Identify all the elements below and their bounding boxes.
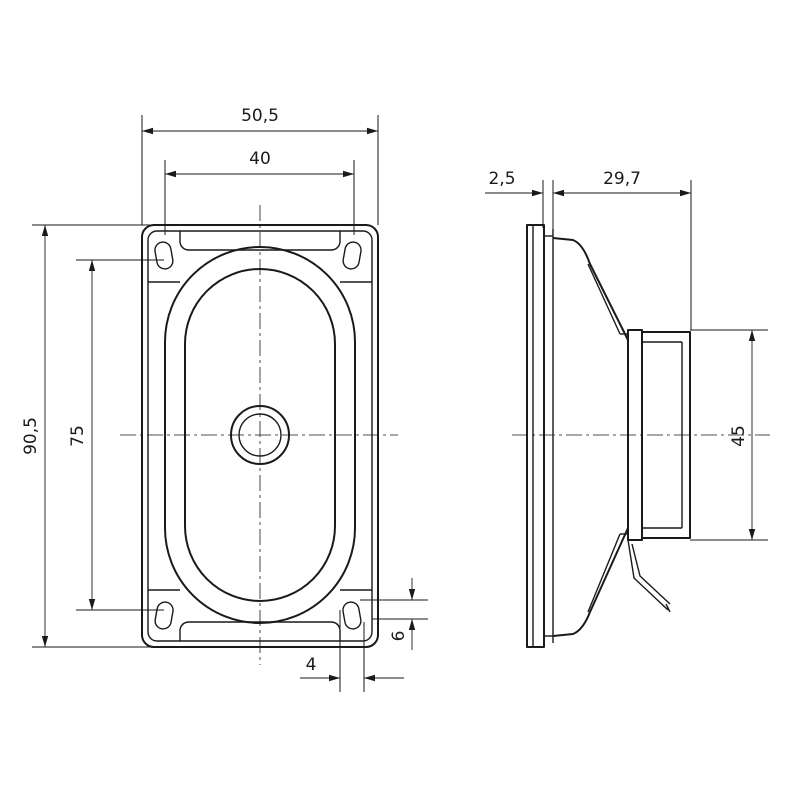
front-rim-top [179,231,341,251]
dim-label-hole-edge-y: 6 [389,631,409,642]
dim-label-inner-width: 40 [249,149,271,169]
side-magnet-body [641,331,691,539]
dim-label-depth: 29,7 [603,169,641,189]
mounting-hole-bottom-left [154,601,174,630]
front-view [120,205,398,665]
side-flange [526,224,545,648]
speaker-cone [184,268,336,602]
mounting-hole-bottom-right [342,601,362,630]
side-view [512,224,770,648]
mounting-hole-top-left [154,241,174,270]
speaker-surround-outer [164,246,356,624]
dust-cap-inner [238,413,282,457]
front-dimensions: 50,5 40 90,5 75 4 6 [21,106,428,692]
mounting-hole-top-right [342,241,362,270]
dim-label-overall-width: 50,5 [241,106,279,126]
dim-label-hole-edge-x: 4 [306,655,317,675]
dim-label-flange-thickness: 2,5 [488,169,515,189]
dim-label-hole-pitch: 75 [68,425,88,447]
dust-cap-outer [230,405,290,465]
front-frame-outer [141,224,379,648]
front-frame-inner [147,230,373,642]
side-basket [552,237,629,637]
side-dimensions: 2,5 29,7 45 [485,169,768,541]
dim-label-magnet-diameter: 45 [729,425,749,447]
dim-label-overall-height: 90,5 [21,417,41,455]
side-terminal [627,539,671,613]
